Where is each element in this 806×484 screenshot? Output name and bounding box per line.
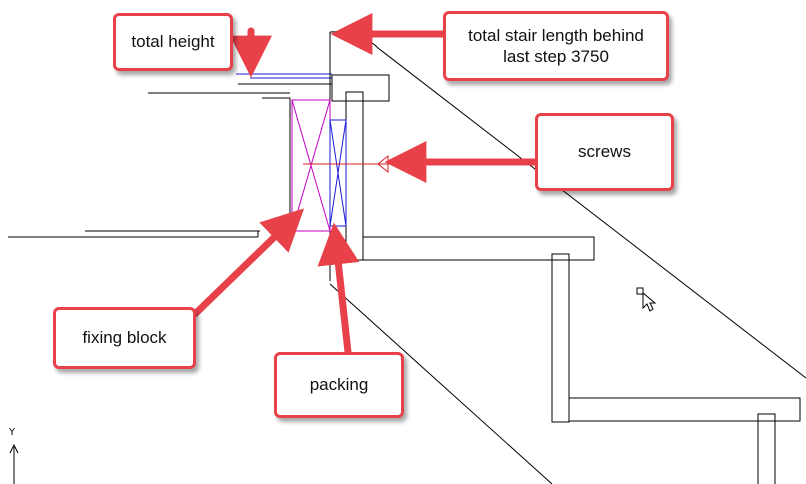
- callout-packing: packing: [274, 352, 404, 418]
- callout-fixing-block-text: fixing block: [82, 328, 167, 348]
- riser-post: [345, 91, 364, 261]
- callout-packing-text: packing: [309, 375, 369, 395]
- arrow-fixing-block: [191, 208, 305, 318]
- callout-fixing-block: fixing block: [53, 307, 196, 369]
- callout-stair-length-line2: last step 3750: [503, 47, 609, 66]
- tread-2: [568, 397, 801, 422]
- callout-stair-length: total stair length behind last step 3750: [443, 11, 669, 81]
- riser-2: [551, 253, 570, 423]
- total-height-marker: [236, 73, 332, 79]
- callout-total-height: total height: [113, 13, 233, 71]
- arrow-packing: [317, 222, 360, 356]
- tread-1: [362, 236, 595, 261]
- callout-screws: screws: [535, 113, 674, 191]
- fixing-block-symbol: [291, 99, 331, 232]
- ucs-y-label: Y: [9, 427, 16, 438]
- riser-3: [757, 413, 776, 484]
- floor-lines: [8, 83, 332, 238]
- cad-crosshair-cursor-icon: [636, 287, 657, 312]
- landing-nosing: [331, 74, 390, 102]
- callout-arrows: [191, 13, 539, 356]
- callout-stair-length-line1: total stair length behind: [468, 25, 644, 45]
- packing-symbol: [329, 119, 347, 227]
- callout-total-height-text: total height: [131, 32, 215, 52]
- callout-screws-text: screws: [578, 142, 631, 162]
- ucs-y-axis-icon: [9, 443, 19, 484]
- stringer-top-edge: [329, 31, 806, 379]
- stringer-bottom-edge: [329, 283, 553, 484]
